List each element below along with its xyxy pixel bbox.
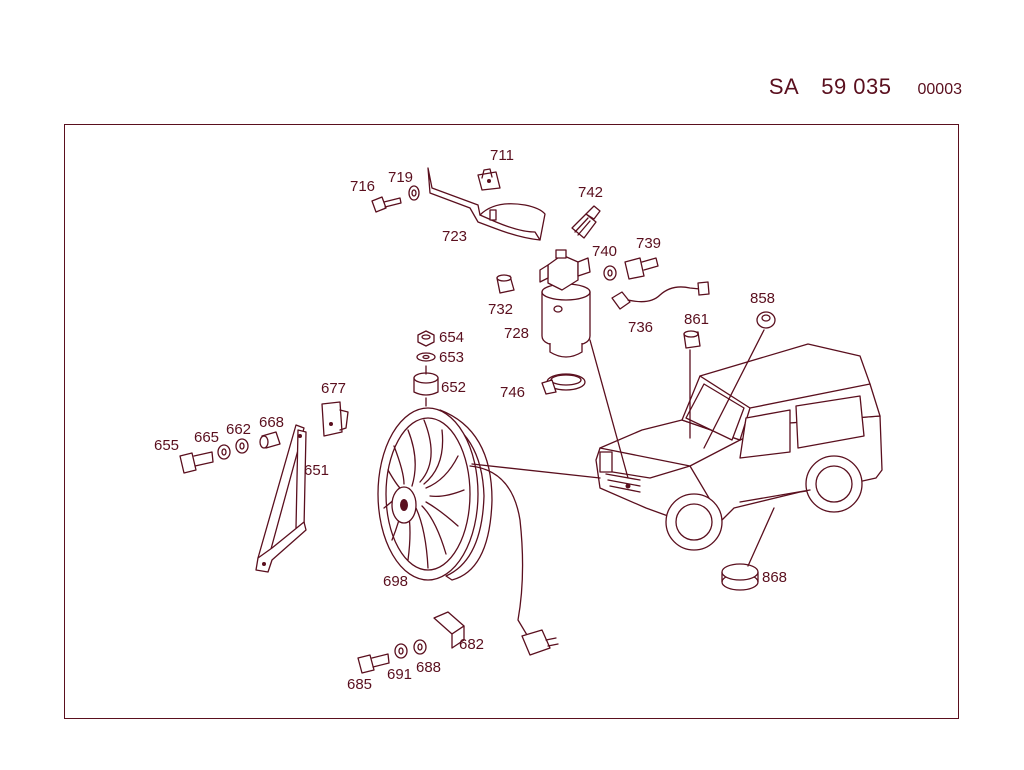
label-668: 668 [259,414,284,431]
drawing-prefix: SA [768,74,800,99]
leader-lines [471,329,775,567]
clip-711 [477,168,501,191]
brace-651 [255,424,307,573]
label-746: 746 [500,384,525,401]
bolt-716 [371,196,402,213]
washer-665 [217,444,231,460]
label-736: 736 [628,319,653,336]
label-698: 698 [383,573,408,590]
label-677: 677 [321,380,346,397]
label-858: 858 [750,290,775,307]
bracket-723 [427,167,546,241]
vehicle-illustration [595,343,883,551]
receiver-dryer-728 [539,249,591,358]
drawing-number: 59 035 [821,74,892,99]
grommet-861 [683,330,701,349]
label-685: 685 [347,676,372,693]
label-653: 653 [439,349,464,366]
cap-858 [756,311,776,329]
clamp-746 [541,373,586,395]
pressure-switch-742 [571,205,601,239]
label-711: 711 [490,147,514,164]
label-654: 654 [439,329,464,346]
bolt-655 [179,451,214,474]
label-861: 861 [684,311,709,328]
switch-739 [624,257,659,280]
washer-740 [603,265,617,281]
rubber-mount-652 [413,365,439,407]
fan-connector [521,629,559,656]
label-732: 732 [488,301,513,318]
label-688: 688 [416,659,441,676]
drawing-header: SA 59 035 00003 [769,74,962,100]
part-labels: 711 716 719 723 742 740 739 732 728 736 … [154,147,787,693]
label-740: 740 [592,243,617,260]
label-723: 723 [442,228,467,245]
fan-cable [469,465,531,641]
washer-691 [394,643,408,659]
plug-868 [721,563,759,591]
label-691: 691 [387,666,412,683]
label-742: 742 [578,184,603,201]
washer-653 [416,352,436,362]
label-739: 739 [636,235,661,252]
label-652: 652 [441,379,466,396]
sensor-736 [611,281,710,310]
label-728: 728 [504,325,529,342]
label-682: 682 [459,636,484,653]
label-868: 868 [762,569,787,586]
label-716: 716 [350,178,375,195]
washer-719 [408,185,420,201]
nut-688 [413,639,427,655]
label-719: 719 [388,169,413,186]
drawing-frame [64,124,959,719]
label-655: 655 [154,437,179,454]
label-662: 662 [226,421,251,438]
electric-fan-698 [377,407,493,581]
nut-732 [496,274,515,294]
nut-654 [417,330,435,347]
bolt-685 [357,653,390,674]
bracket-682 [433,611,465,649]
label-665: 665 [194,429,219,446]
sheet-number: 00003 [917,81,963,98]
washer-662 [235,438,249,454]
spacer-668 [259,431,281,449]
bracket-677 [321,401,349,437]
label-651: 651 [304,462,329,479]
